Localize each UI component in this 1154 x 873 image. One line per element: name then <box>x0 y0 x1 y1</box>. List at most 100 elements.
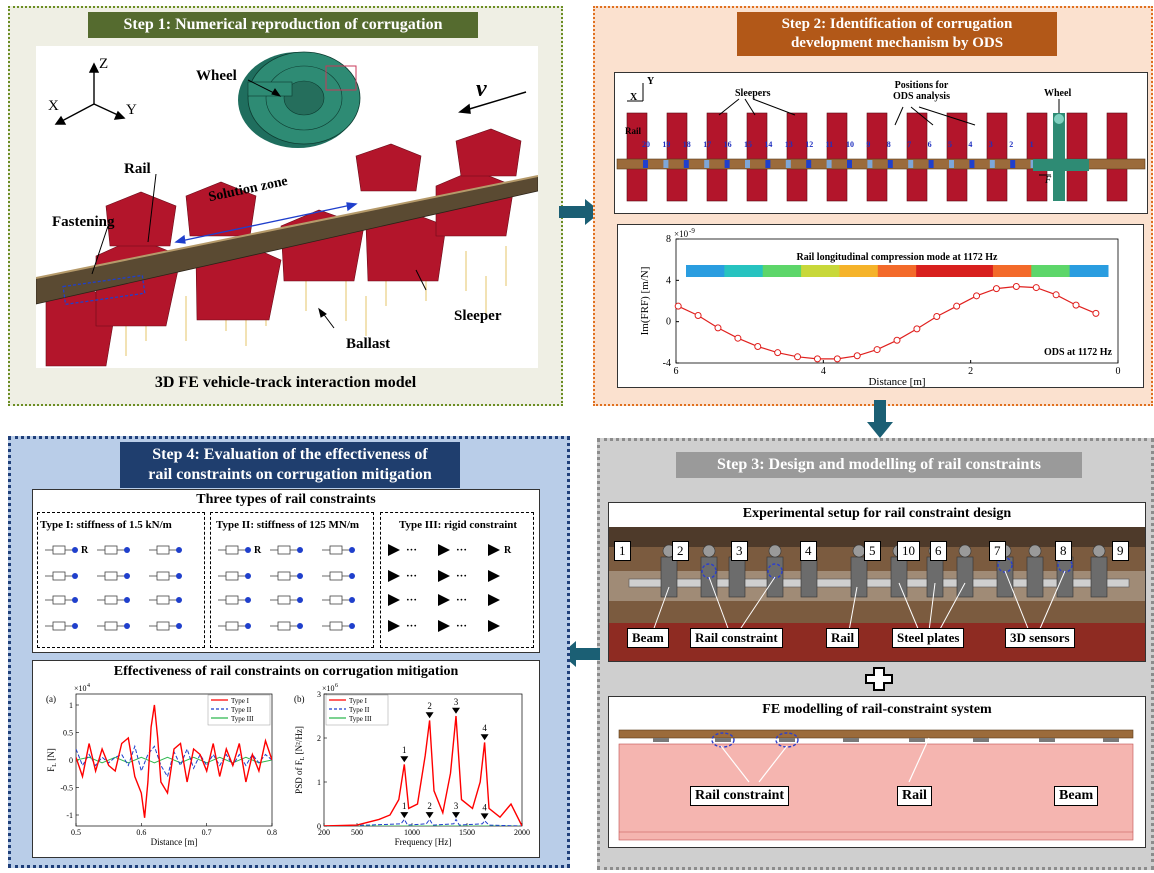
topview-sleeper <box>626 112 648 202</box>
node-dot <box>176 597 182 603</box>
ods-position-number: 10 <box>846 140 854 149</box>
damper-icon <box>52 571 66 581</box>
wheel-label: Wheel <box>196 68 237 84</box>
peak-marker <box>400 756 409 763</box>
x-tick-label: 0.7 <box>202 828 212 837</box>
damper-icon <box>225 571 239 581</box>
topview-sleeper <box>906 112 928 202</box>
y-tick-label: -0.5 <box>60 784 73 793</box>
damper-icon <box>277 571 291 581</box>
ods-position-number: 9 <box>866 140 870 149</box>
node-dot <box>297 573 303 579</box>
mode-shape-cell <box>839 265 879 277</box>
fe-tag-beam: Beam <box>1054 786 1099 806</box>
node-dot <box>72 547 78 553</box>
flow-arrow-1-2 <box>559 199 601 225</box>
panel-label: (a) <box>46 694 56 704</box>
mode-shape-cell <box>1031 265 1071 277</box>
ods-position-number: 17 <box>703 140 711 149</box>
ods-point <box>913 325 921 333</box>
step4-title-line2: rail constraints on corrugation mitigati… <box>148 466 432 483</box>
ods-point <box>734 334 742 342</box>
node-dot <box>349 573 355 579</box>
ods-point <box>1072 301 1080 309</box>
ellipsis-label: ··· <box>456 570 467 582</box>
ods-point <box>933 313 941 320</box>
panel-label: (b) <box>294 694 305 704</box>
mode-shape-cell <box>762 265 802 277</box>
damper-icon <box>104 571 118 581</box>
fe-tag-rail: Rail <box>897 786 932 806</box>
topview-rail <box>616 158 1146 170</box>
z-axis-label: Z <box>99 56 109 72</box>
rigid-constraint-icon <box>388 620 400 632</box>
photo-clamp <box>996 556 1014 598</box>
node-dot <box>124 623 130 629</box>
ods-position-number: 11 <box>826 140 834 149</box>
ods-position-marker <box>826 160 832 168</box>
peak-marker-label: 1 <box>402 745 407 755</box>
mode-shape-cell <box>724 265 764 277</box>
rigid-constraint-icon <box>388 594 400 606</box>
scale-label: ×10 <box>74 684 87 693</box>
ods-position-marker <box>969 160 975 168</box>
ellipsis-label: ··· <box>456 620 467 632</box>
positions-label-line1: Positions for <box>894 80 949 91</box>
damper-icon <box>225 595 239 605</box>
photo-clamp <box>660 556 678 598</box>
ods-position-marker <box>867 160 873 168</box>
photo-clamp <box>890 556 908 598</box>
photo-bolt <box>1028 544 1042 558</box>
ods-position-number: 13 <box>785 140 793 149</box>
topview-sleeper <box>666 112 688 202</box>
peak-marker <box>400 812 409 819</box>
peak-marker <box>480 734 489 741</box>
damper-icon <box>329 571 343 581</box>
damper-icon <box>156 621 170 631</box>
y-tick-label: 0 <box>69 756 73 765</box>
topview-sleeper <box>706 112 728 202</box>
ods-xtick-label: 4 <box>821 366 826 377</box>
damper-icon <box>104 595 118 605</box>
peak-marker <box>425 712 434 719</box>
exp-setup-title: Experimental setup for rail constraint d… <box>742 506 1012 521</box>
ods-point <box>674 302 682 310</box>
axes-triad <box>54 62 126 125</box>
ods-position-marker <box>928 160 934 168</box>
fe-rail <box>618 729 1134 739</box>
ods-position-marker <box>989 160 995 168</box>
mode-shape-cell <box>801 265 840 277</box>
photo-bolt <box>702 544 716 558</box>
node-dot <box>245 573 251 579</box>
series-line-type-i <box>76 704 272 818</box>
ods-ytick-label: 4 <box>666 275 671 286</box>
solution-zone-arrow <box>62 202 358 306</box>
node-dot <box>124 547 130 553</box>
peak-marker-label: 4 <box>482 723 487 733</box>
damper-icon <box>329 545 343 555</box>
mode-shape-cell <box>686 265 725 277</box>
photo-clamp <box>800 556 818 598</box>
damper-icon <box>104 621 118 631</box>
step4-title-line1: Step 4: Evaluation of the effectiveness … <box>152 446 428 463</box>
node-dot <box>349 547 355 553</box>
legend-label: Type III <box>231 715 254 723</box>
peak-marker <box>452 812 460 819</box>
y-tick-label: 0 <box>317 822 321 831</box>
ods-position-marker <box>765 160 771 168</box>
photo-clamp <box>728 556 746 598</box>
positions-label-line2: ODS analysis <box>893 91 950 102</box>
topview-sleeper <box>986 112 1008 202</box>
fe-tag-rail-constraint: Rail constraint <box>690 786 790 806</box>
peak-marker-label: 2 <box>427 701 432 711</box>
y-tick-label: 2 <box>317 734 321 743</box>
topview-sleeper <box>786 112 808 202</box>
ods-position-number: 5 <box>948 140 952 149</box>
node-dot <box>297 623 303 629</box>
step2-title-line2: development mechanism by ODS <box>790 35 1004 51</box>
topview-sleeper <box>1066 112 1088 202</box>
topview-y-label: Y <box>647 76 655 87</box>
node-dot <box>349 623 355 629</box>
topview-sleeper <box>1026 112 1048 202</box>
ods-position-marker <box>785 160 791 168</box>
